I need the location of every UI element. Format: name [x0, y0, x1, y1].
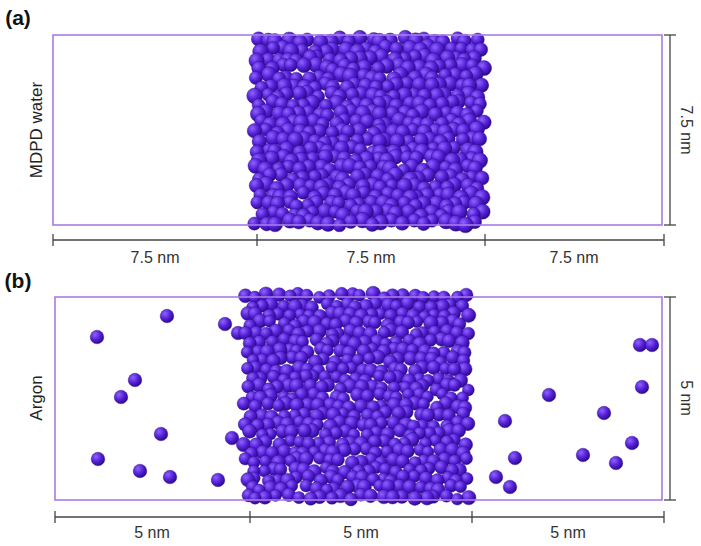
particle	[154, 427, 168, 441]
particle	[489, 470, 503, 484]
particle	[163, 470, 177, 484]
dimension-label: 5 nm	[134, 525, 170, 541]
particle	[451, 493, 463, 505]
particle	[645, 338, 659, 352]
particle	[114, 390, 128, 404]
simulation-box	[53, 35, 662, 225]
dimension-label: 7.5 nm	[131, 250, 180, 266]
particle	[91, 452, 105, 466]
panel-letter: (b)	[5, 270, 32, 291]
particle	[90, 330, 104, 344]
particle	[609, 456, 623, 470]
particle	[249, 492, 261, 504]
dimension-label: 5 nm	[678, 380, 694, 416]
particle	[296, 58, 311, 73]
particle	[218, 317, 232, 331]
particle	[395, 216, 409, 230]
particle	[293, 492, 305, 504]
particle	[272, 399, 284, 411]
particle	[248, 217, 261, 230]
particle	[133, 464, 147, 478]
particle	[633, 338, 647, 352]
particle	[326, 492, 339, 505]
particles	[90, 30, 659, 506]
panel-title: Argon	[28, 375, 45, 420]
particle	[635, 380, 649, 394]
particle	[211, 473, 225, 487]
particle	[243, 424, 257, 438]
dimension-label: 5 nm	[550, 525, 586, 541]
particle	[417, 217, 431, 231]
panel-letter: (a)	[5, 7, 31, 28]
particle	[292, 215, 306, 229]
particle	[331, 453, 344, 466]
particle	[363, 352, 375, 364]
particle	[508, 451, 522, 465]
particle	[284, 58, 297, 71]
particle	[576, 448, 590, 462]
particle	[304, 492, 317, 505]
particle	[128, 373, 142, 387]
particle	[237, 397, 250, 410]
particle	[160, 309, 174, 323]
particle	[472, 132, 487, 147]
simulation-box	[55, 297, 662, 500]
panel-title: MDPD water	[28, 82, 45, 178]
particle	[408, 491, 422, 505]
particle	[625, 436, 639, 450]
particle	[498, 414, 512, 428]
particle	[460, 452, 473, 465]
particle	[597, 406, 611, 420]
dimension-label: 7.5 nm	[347, 250, 396, 266]
dimension-label: 7.5 nm	[550, 250, 599, 266]
particle	[455, 481, 467, 493]
particle	[542, 388, 556, 402]
particle	[261, 397, 274, 410]
dimension-lines	[53, 35, 676, 523]
particle	[503, 480, 517, 494]
particle	[386, 490, 400, 504]
dimension-label: 7.5 nm	[678, 106, 694, 155]
dimension-label: 5 nm	[343, 525, 379, 541]
particle	[448, 379, 461, 392]
particle	[462, 490, 476, 504]
